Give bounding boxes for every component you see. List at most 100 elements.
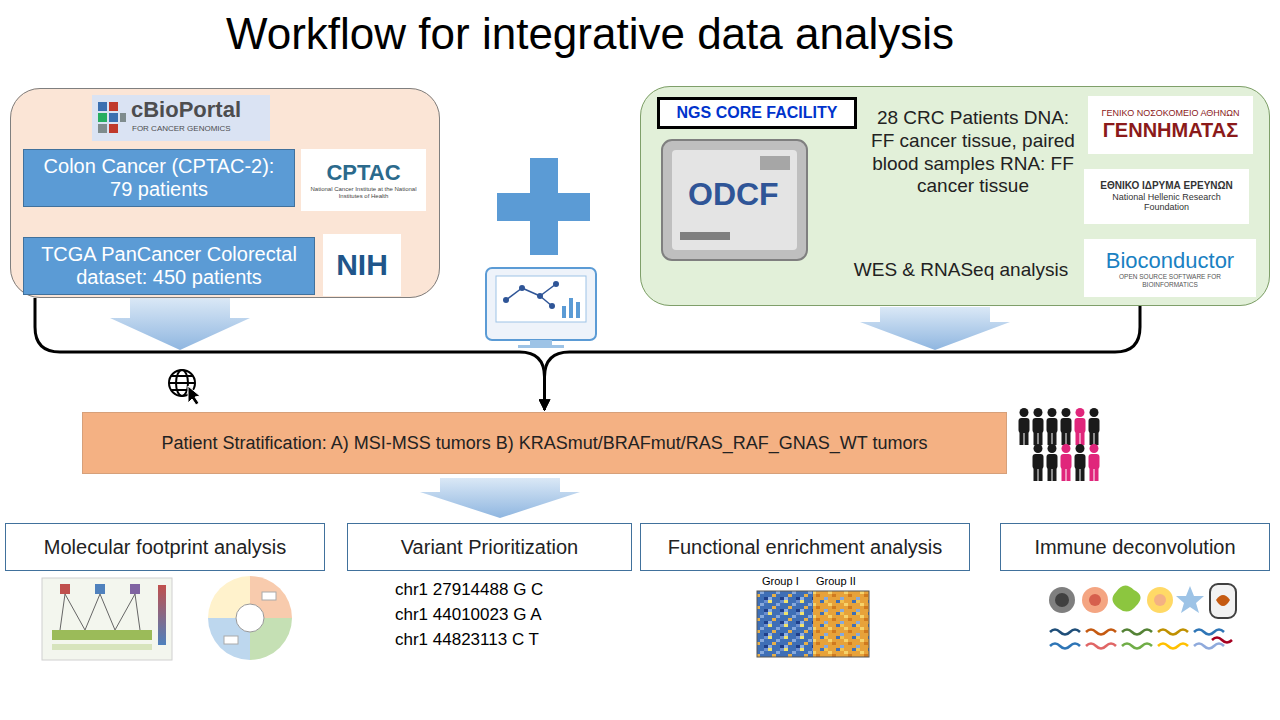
- immune-cells: [1122, 630, 1152, 635]
- patients-icon: [1019, 408, 1100, 481]
- node-text: Patient Stratification: A) MSI-MSS tumor…: [162, 433, 928, 454]
- sequencer-machine: [760, 156, 790, 170]
- computer-icon: [518, 345, 564, 348]
- computer-icon: [553, 281, 559, 287]
- patients-icon: [1047, 444, 1058, 481]
- logo-box: NIH: [323, 234, 401, 296]
- footprint-illustration: [130, 584, 140, 594]
- immune-cells: [1086, 644, 1116, 649]
- group-label: Group II: [816, 575, 856, 588]
- node-text: CPTAC: [326, 160, 400, 185]
- node-text: ΕΘΝΙΚΟ ΙΔΡΥΜΑ ΕΡΕΥΝΩΝ: [1100, 180, 1233, 192]
- computer-icon: [562, 306, 566, 318]
- group-label: Group I: [762, 575, 799, 588]
- panel-text: WES & RNASeq analysis: [843, 259, 1079, 282]
- brace-connector: [545, 306, 1141, 410]
- variant-coordinate: chr1 44010023 G A: [395, 605, 542, 625]
- variant-coordinate: chr1 27914488 G C: [395, 580, 543, 600]
- flow-arrow: [110, 298, 250, 350]
- node-text: OPEN SOURCE SOFTWARE FOR BIOINFORMATICS: [1092, 273, 1248, 288]
- immune-cells: [1086, 630, 1116, 635]
- node-text: National Cancer Institute at the Nationa…: [309, 186, 418, 200]
- footprint-illustration: [95, 584, 105, 594]
- computer-icon: [519, 285, 525, 291]
- node-text: ΓΕΝΝΗΜΑΤΑΣ: [1103, 119, 1238, 142]
- analysis-box: Molecular footprint analysis: [5, 523, 325, 571]
- footprint-illustration: [224, 636, 238, 644]
- flow-arrow: [420, 478, 580, 518]
- computer-icon: [530, 340, 552, 345]
- cbioportal-logo: [92, 95, 270, 141]
- heatmap: [813, 591, 869, 657]
- brace-connector: [35, 298, 545, 410]
- flow-arrow: [860, 307, 1010, 350]
- panel-fill: [10, 88, 440, 298]
- diagram-title: Workflow for integrative data analysis: [0, 8, 1180, 61]
- node-text: Functional enrichment analysis: [668, 536, 943, 559]
- node-text: National Hellenic Research Foundation: [1092, 192, 1241, 213]
- node-text: Colon Cancer (CPTAC-2): 79 patients: [32, 155, 286, 201]
- immune-cells: [1158, 644, 1188, 649]
- footprint-illustration: [85, 594, 100, 630]
- patients-icon: [1061, 444, 1072, 481]
- analysis-box: Variant Prioritization: [347, 523, 632, 571]
- source-panel: cBioPortalFOR CANCER GENOMICSColon Cance…: [10, 88, 440, 298]
- computer-icon: [576, 302, 580, 318]
- dataset-box: TCGA PanCancer Colorectal dataset: 450 p…: [23, 237, 315, 295]
- cbioportal-logo: [92, 95, 270, 141]
- patients-icon: [1075, 444, 1086, 481]
- cbioportal-logo: [109, 124, 118, 133]
- immune-cells: [1050, 630, 1080, 635]
- patients-icon: [1047, 408, 1058, 445]
- footprint-illustration: [42, 578, 172, 660]
- cbioportal-logo: [120, 113, 126, 122]
- heatmap: [757, 591, 869, 657]
- cbioportal-logo: [109, 113, 118, 122]
- immune-cells: [1082, 587, 1108, 613]
- node-text: NIH: [336, 248, 388, 283]
- immune-cells: [1158, 630, 1188, 635]
- footprint-illustration: [158, 585, 166, 645]
- computer-icon: [569, 298, 573, 318]
- computer-icon: [540, 284, 556, 296]
- node-text: TCGA PanCancer Colorectal dataset: 450 p…: [32, 243, 306, 289]
- node-text: Bioconductor: [1106, 248, 1234, 273]
- machine-label: ODCF: [688, 176, 779, 213]
- immune-cells: [1050, 630, 1232, 649]
- plus-sign: [497, 158, 590, 255]
- immune-cells: [1210, 584, 1236, 618]
- patients-icon: [1033, 444, 1044, 481]
- patients-icon: [1061, 408, 1072, 445]
- immune-cells: [1122, 644, 1152, 649]
- stratification-box: Patient Stratification: A) MSI-MSS tumor…: [82, 412, 1007, 474]
- computer-icon: [486, 268, 596, 340]
- dataset-box: Colon Cancer (CPTAC-2): 79 patients: [23, 149, 295, 207]
- node-text: Variant Prioritization: [401, 536, 578, 559]
- patients-icon: [1075, 408, 1086, 445]
- immune-cells: [1055, 593, 1069, 607]
- logo-box: ΕΘΝΙΚΟ ΙΔΡΥΜΑ ΕΡΕΥΝΩΝNational Hellenic R…: [1084, 169, 1249, 224]
- node-text: ΓΕΝΙΚΟ ΝΟΣΟΚΟΜΕΙΟ ΑΘΗΝΩΝ: [1101, 108, 1239, 118]
- cbioportal-logo: [98, 102, 107, 111]
- globe-icon: [188, 386, 200, 405]
- footprint-illustration: [262, 592, 276, 600]
- patients-icon: [1089, 444, 1100, 481]
- variant-coordinate: chr1 44823113 C T: [395, 630, 539, 650]
- globe-icon: [171, 375, 193, 377]
- analysis-box: Functional enrichment analysis: [640, 523, 970, 571]
- heatmap: [757, 591, 869, 657]
- patients-icon: [1033, 408, 1044, 445]
- cbioportal-logo: [109, 102, 118, 111]
- immune-cells: [1194, 630, 1224, 635]
- immune-cells: [1112, 585, 1140, 611]
- footprint-illustration: [100, 594, 115, 630]
- sequencer-machine: [662, 140, 807, 260]
- facility-box: NGS CORE FACILITY: [657, 97, 857, 129]
- footprint-illustration: [65, 594, 85, 630]
- immune-cells: [1176, 586, 1204, 613]
- patients-icon: [1089, 408, 1100, 445]
- immune-cells: [1212, 638, 1232, 643]
- panel-fill: [10, 86, 1270, 306]
- cbioportal-logo: [98, 113, 107, 122]
